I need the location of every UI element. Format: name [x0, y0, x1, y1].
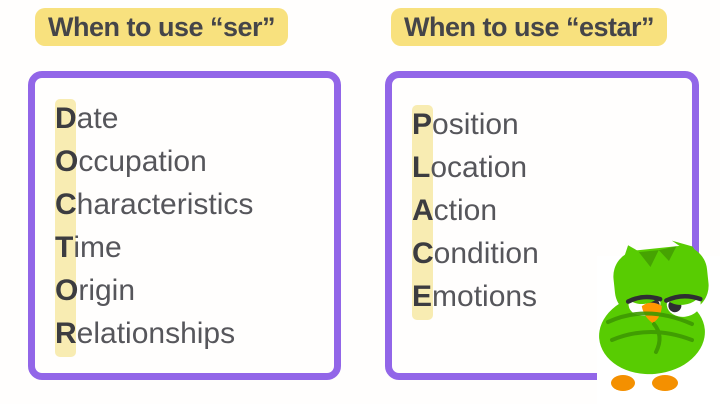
word-rest: ime: [73, 231, 122, 264]
list-item: Date: [55, 97, 253, 140]
word-first-letter: C: [55, 188, 77, 221]
ser-header-pill: When to use “ser”: [35, 8, 289, 46]
owl-wing-crease-top: [606, 311, 694, 326]
word-rest: motions: [432, 280, 538, 313]
owl-crest-feathers: [638, 246, 677, 268]
word-rest: osition: [432, 108, 519, 141]
list-item: Condition: [412, 232, 539, 275]
list-item: Time: [55, 226, 253, 269]
list-item: Characteristics: [55, 183, 253, 226]
owl-wing-crease-diagonal: [652, 322, 662, 354]
word-rest: ction: [433, 194, 498, 227]
owl-foot-left: [611, 375, 635, 391]
word-rest: haracteristics: [76, 188, 254, 221]
estar-header-label: When to use “estar”: [404, 12, 655, 42]
list-item: Emotions: [412, 275, 539, 318]
list-item: Position: [412, 103, 539, 146]
owl-ear-tuft-left: [620, 245, 648, 269]
word-rest: ate: [76, 102, 119, 135]
word-first-letter: P: [412, 108, 433, 141]
list-item: Location: [412, 146, 539, 189]
word-first-letter: L: [412, 151, 431, 184]
list-item: Relationships: [55, 312, 253, 355]
word-rest: ocation: [430, 151, 528, 184]
list-item: Action: [412, 189, 539, 232]
word-rest: ondition: [433, 237, 539, 270]
word-first-letter: T: [55, 231, 74, 264]
word-first-letter: R: [55, 317, 77, 350]
ser-header-label: When to use “ser”: [48, 12, 276, 42]
owl-wing-crease-bottom: [610, 330, 694, 342]
owl-eyelid-line-right: [664, 294, 703, 303]
word-first-letter: A: [412, 194, 434, 227]
word-first-letter: O: [55, 145, 79, 178]
estar-acronym-highlight: [412, 105, 433, 320]
word-first-letter: O: [55, 274, 79, 307]
list-item: Origin: [55, 269, 253, 312]
word-first-letter: D: [55, 102, 77, 135]
owl-foot-right: [652, 375, 678, 391]
list-item: Occupation: [55, 140, 253, 183]
owl-eyelid-line-left: [625, 294, 663, 304]
estar-header-pill: When to use “estar”: [391, 8, 668, 46]
ser-acronym-highlight: [55, 99, 76, 357]
word-rest: ccupation: [78, 145, 207, 178]
duo-owl-mascot: [597, 240, 720, 404]
word-rest: rigin: [78, 274, 136, 307]
word-first-letter: E: [412, 280, 433, 313]
word-rest: elationships: [76, 317, 236, 350]
word-first-letter: C: [412, 237, 434, 270]
